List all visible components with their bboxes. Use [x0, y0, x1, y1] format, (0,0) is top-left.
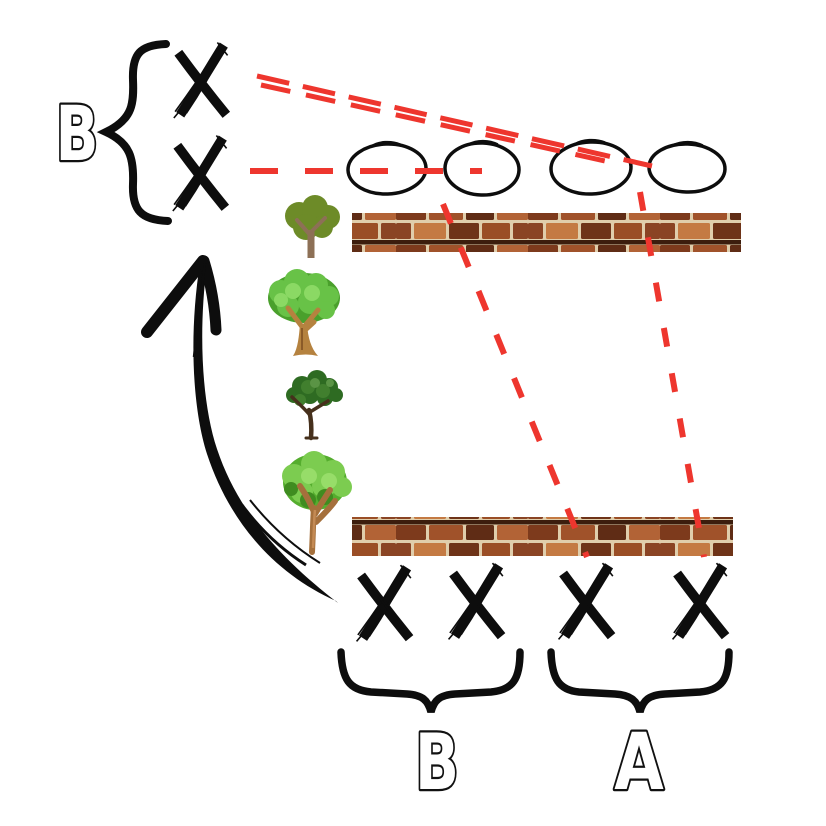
bottom-right-letter: A — [614, 717, 664, 808]
dashed-line-diagonal-2 — [260, 82, 615, 166]
curved-arrow-icon — [141, 255, 338, 603]
oval-mark-1 — [346, 140, 428, 196]
tree-icon-4 — [282, 451, 352, 555]
bottom-right-group-label: A — [612, 715, 666, 810]
x-mark-top-2 — [173, 136, 227, 212]
left-curly-brace — [96, 40, 172, 225]
bottom-right-brace — [547, 648, 733, 714]
tree-icon-1 — [285, 195, 340, 258]
x-mark-bottom-1 — [357, 565, 411, 641]
dashed-line-diagonal-1 — [256, 73, 653, 169]
bottom-left-group-label: B — [413, 715, 461, 810]
top-group-label: B — [54, 88, 101, 181]
brick-wall-lower — [352, 517, 733, 556]
bottom-left-letter: B — [415, 717, 459, 808]
x-mark-bottom-3 — [559, 563, 613, 639]
top-group-letter: B — [56, 90, 99, 179]
oval-mark-2 — [443, 139, 521, 197]
x-mark-bottom-2 — [449, 563, 503, 639]
dashed-line-descending-left — [440, 202, 590, 559]
tree-icon-2 — [268, 269, 340, 356]
x-mark-top-1 — [174, 43, 228, 119]
oval-mark-4 — [647, 140, 727, 194]
dashed-line-descending-right — [637, 191, 707, 558]
brick-wall-upper — [352, 213, 741, 252]
red-dashed-lines — [250, 73, 707, 559]
bottom-left-brace — [337, 648, 524, 714]
tree-icon-3 — [286, 370, 343, 441]
oval-mark-3 — [549, 138, 633, 196]
x-mark-bottom-4 — [673, 563, 727, 639]
